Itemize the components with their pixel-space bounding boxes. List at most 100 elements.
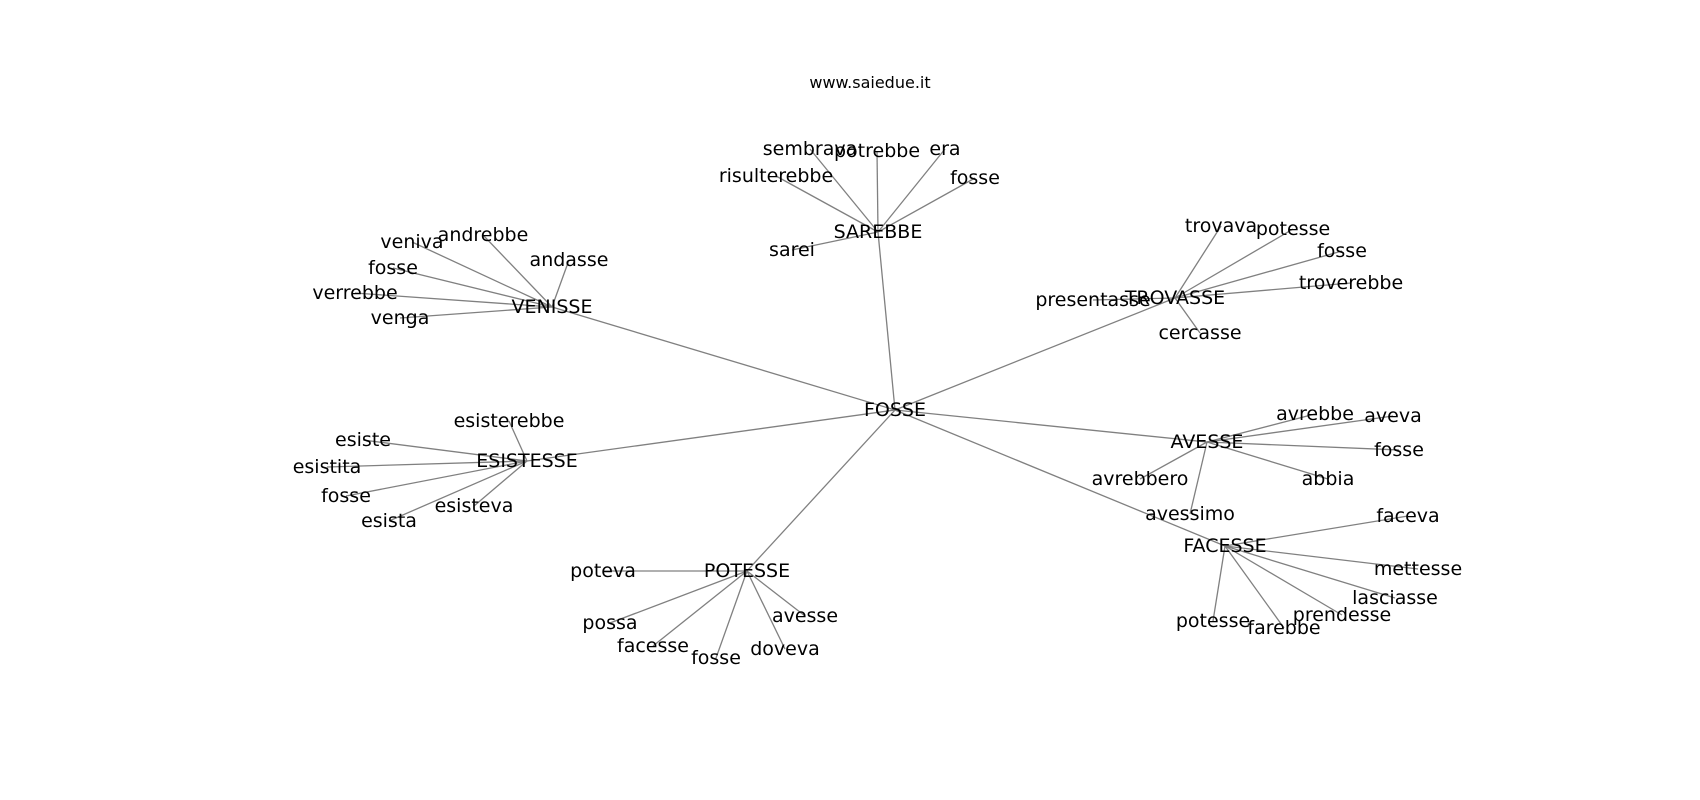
leaf-node-facesse-mettesse: mettesse [1374,558,1462,580]
edge-venisse-veniva [411,241,553,308]
leaf-node-facesse-prendesse: prendesse [1293,604,1391,626]
leaf-node-esistesse-fosse: fosse [321,485,371,507]
edge-venisse-fosse [392,267,553,308]
leaf-node-trovasse-presentasse: presentasse [1035,289,1150,311]
edge-facesse-potesse [1212,545,1226,622]
edge-trovasse-fosse [1174,250,1343,299]
edge-facesse-mettesse [1224,545,1419,570]
edge-avesse-abbia [1206,441,1329,480]
leaf-node-avesse-abbia: abbia [1302,468,1355,490]
edge-facesse-faceva [1224,515,1409,547]
leaf-node-venisse-andrebbe: andrebbe [438,224,529,246]
edge-avesse-avrebbero [1139,441,1208,480]
edge-trovasse-potesse [1174,228,1294,299]
leaf-node-potesse-avesse: avesse [772,605,838,627]
leaf-node-venisse-veniva: veniva [380,231,443,253]
leaf-node-facesse-faceva: faceva [1376,505,1439,527]
edge-sarebbe-potrebbe [876,150,879,233]
edge-facesse-prendesse [1224,545,1343,616]
leaf-node-trovasse-trovava: trovava [1185,215,1257,237]
edge-potesse-fosse [715,570,748,659]
edge-sarebbe-era [877,148,946,233]
edge-avesse-avessimo [1189,441,1208,515]
cluster-node-facesse: FACESSE [1183,535,1266,557]
leaf-node-esistesse-esista: esista [361,510,417,532]
edge-root-venisse [551,306,896,411]
edge-sarebbe-sarei [791,231,879,251]
leaf-node-avesse-fosse: fosse [1374,439,1424,461]
leaf-node-venisse-verrebbe: verrebbe [312,282,397,304]
edge-potesse-facesse [652,570,748,647]
edge-esistesse-esisterebbe [508,420,528,462]
edge-root-sarebbe [877,231,896,411]
edge-root-facesse [894,409,1226,547]
leaf-node-potesse-fosse: fosse [691,647,741,669]
leaf-node-trovasse-troverebbe: troverebbe [1299,272,1403,294]
edge-esistesse-esistita [326,460,528,468]
edge-root-esistesse [526,409,896,462]
cluster-node-potesse: POTESSE [704,560,790,582]
edge-esistesse-fosse [345,460,528,497]
leaf-node-sarebbe-risulterebbe: risulterebbe [719,165,833,187]
leaf-node-trovasse-potesse: potesse [1256,218,1330,240]
root-node-fosse: FOSSE [864,399,926,421]
edge-root-trovasse [894,297,1176,411]
edge-root-potesse [746,409,896,572]
edge-root-avesse [894,409,1208,443]
edge-trovasse-cercasse [1174,297,1201,334]
edge-sarebbe-sembrava [809,148,879,233]
edge-trovasse-troverebbe [1174,282,1352,299]
leaf-node-avesse-avessimo: avessimo [1145,503,1235,525]
edge-facesse-farebbe [1224,545,1285,629]
edge-trovasse-trovava [1174,225,1222,299]
edge-venisse-andasse [551,259,570,308]
leaf-node-facesse-farebbe: farebbe [1247,617,1320,639]
edge-potesse-possa [609,570,748,624]
edge-avesse-avrebbe [1206,413,1316,443]
edge-sarebbe-risulterebbe [775,175,879,233]
leaf-node-venisse-fosse: fosse [368,257,418,279]
leaf-node-potesse-doveva: doveva [750,638,820,660]
edge-sarebbe-fosse [877,177,976,233]
edge-esistesse-esisteva [473,460,528,507]
edge-potesse-avesse [746,570,806,617]
leaf-node-sarebbe-sarei: sarei [769,239,815,261]
leaf-node-sarebbe-potrebbe: potrebbe [834,140,920,162]
leaf-node-potesse-poteva: poteva [570,560,636,582]
graph-title: www.saiedue.it [809,73,930,92]
leaf-node-esistesse-esiste: esiste [335,429,391,451]
edge-esistesse-esiste [362,439,528,462]
leaf-node-venisse-venga: venga [371,307,430,329]
leaf-node-avesse-aveva: aveva [1364,405,1421,427]
leaf-node-avesse-avrebbero: avrebbero [1092,468,1189,490]
edge-venisse-venga [399,306,553,319]
edge-venisse-andrebbe [482,234,553,308]
cluster-node-venisse: VENISSE [512,296,593,318]
edge-potesse-doveva [746,570,786,650]
leaf-node-trovasse-fosse: fosse [1317,240,1367,262]
leaf-node-sarebbe-sembrava: sembrava [763,138,858,160]
cluster-node-esistesse: ESISTESSE [476,450,577,472]
leaf-node-sarebbe-era: era [929,138,960,160]
leaf-node-esistesse-esistita: esistita [293,456,362,478]
leaf-node-trovasse-cercasse: cercasse [1158,322,1241,344]
leaf-node-facesse-lasciasse: lasciasse [1352,587,1438,609]
leaf-node-facesse-potesse: potesse [1176,610,1250,632]
edges-layer [326,148,1419,659]
cluster-node-sarebbe: SAREBBE [834,221,923,243]
edge-avesse-aveva [1206,415,1394,443]
leaf-node-potesse-facesse: facesse [617,635,689,657]
leaf-node-venisse-andasse: andasse [530,249,609,271]
cluster-node-trovasse: TROVASSE [1124,287,1225,309]
leaf-node-sarebbe-fosse: fosse [950,167,1000,189]
edge-avesse-fosse [1206,441,1400,451]
leaf-node-esistesse-esisteva: esisteva [435,495,514,517]
edge-trovasse-presentasse [1092,297,1176,301]
edge-venisse-verrebbe [354,292,553,308]
leaf-node-esistesse-esisterebbe: esisterebbe [454,410,565,432]
leaf-node-avesse-avrebbe: avrebbe [1276,403,1354,425]
leaf-node-potesse-possa: possa [582,612,637,634]
edge-esistesse-esista [388,460,528,522]
